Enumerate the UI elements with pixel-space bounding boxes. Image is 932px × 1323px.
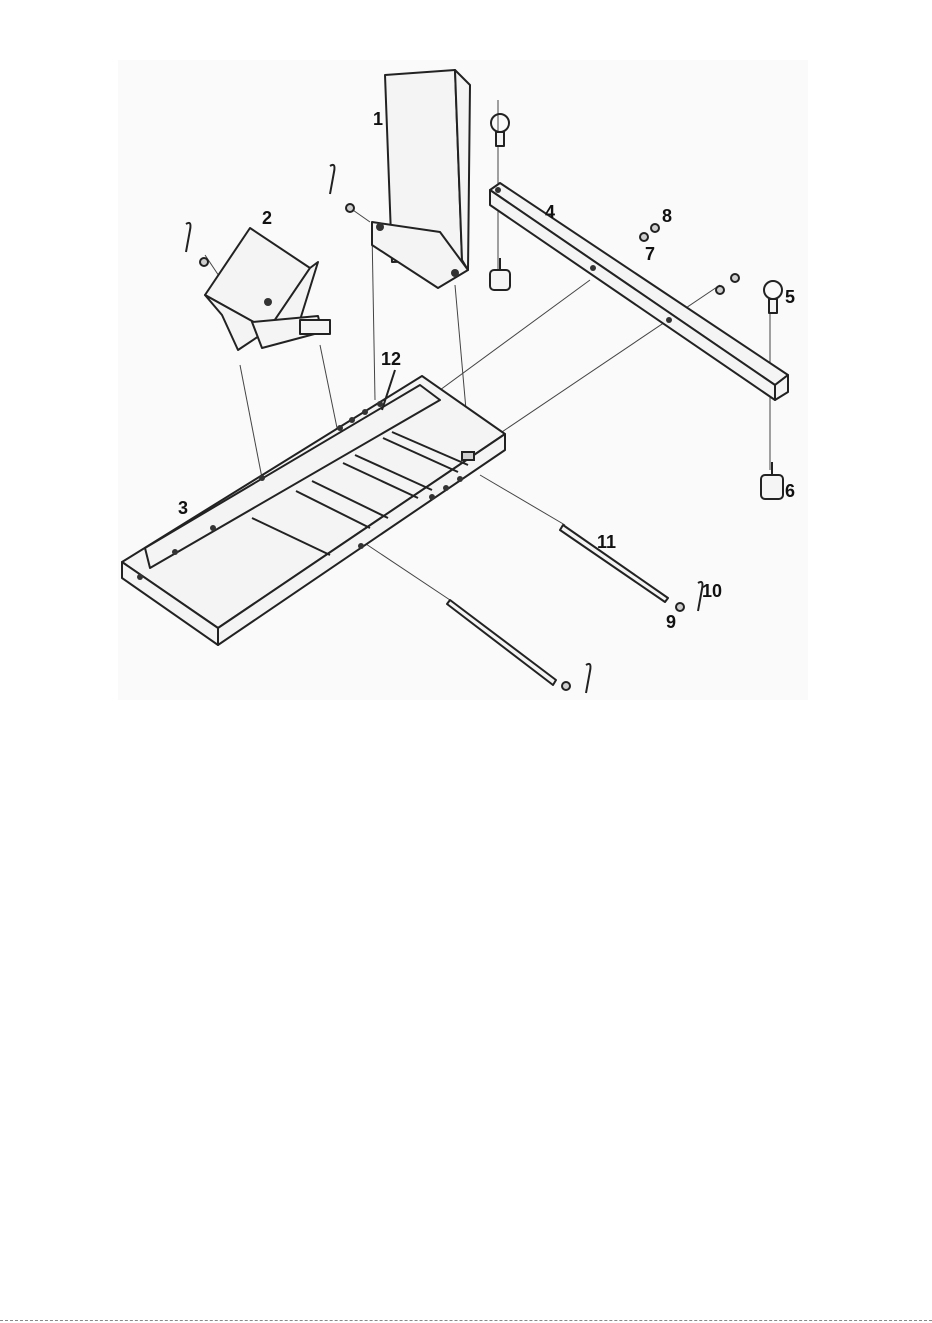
callout-1: 1 [373,109,383,129]
callout-3: 3 [178,498,188,518]
callout-11: 11 [597,532,616,552]
page-bottom-rule [0,1320,932,1321]
callout-7: 7 [645,244,655,264]
callout-6: 6 [785,481,795,501]
callout-9: 9 [666,612,676,632]
callout-12: 12 [381,349,401,369]
callout-10: 10 [702,581,722,601]
callout-2: 2 [262,208,272,228]
callout-8: 8 [662,206,672,226]
callout-5: 5 [785,287,795,307]
callout-4: 4 [545,202,555,222]
